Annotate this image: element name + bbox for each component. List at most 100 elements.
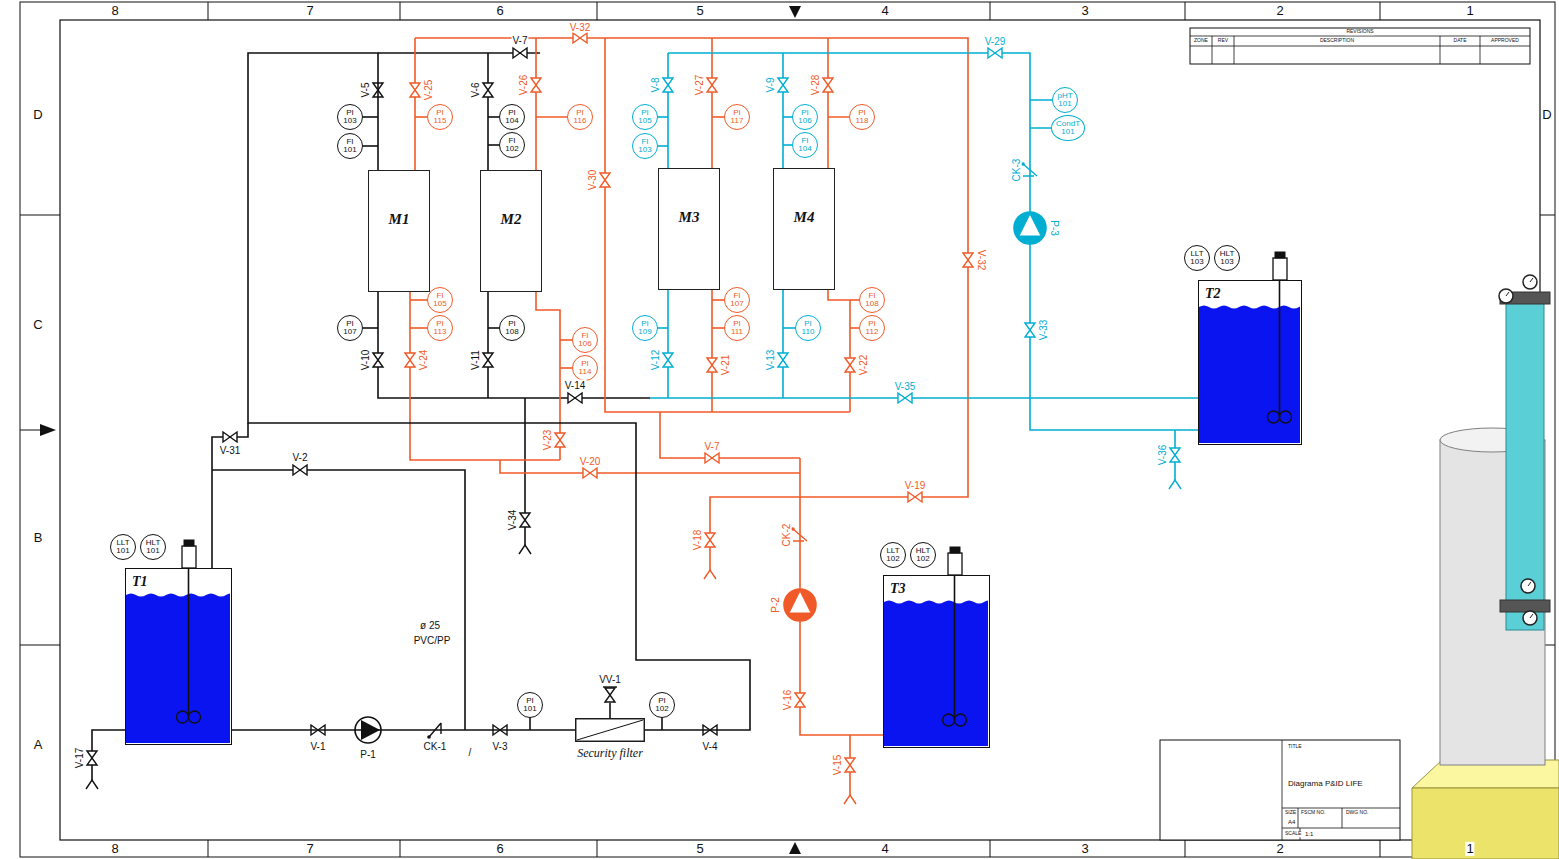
instrument-tag: FI 101	[343, 138, 356, 154]
ruler-number: 1	[1465, 842, 1474, 856]
pipe	[828, 290, 850, 412]
instrument-tag: PI 110	[802, 320, 815, 336]
filter-housing	[575, 718, 645, 742]
valve-symbol	[705, 453, 719, 463]
instrument-tag: LLT 101	[116, 539, 129, 555]
instrument-bubble: FI 104	[792, 132, 818, 158]
instrument-bubble: FI 106	[572, 327, 598, 353]
valve-tag: V-16	[782, 689, 793, 712]
module-name: M3	[659, 209, 719, 226]
valve-symbol	[410, 83, 420, 97]
instrument-tag: PI 101	[523, 697, 536, 713]
table-line	[1342, 808, 1343, 828]
instrument-bubble: PI 103	[337, 104, 363, 130]
gauge-illustration	[1523, 611, 1537, 625]
valve-symbol	[555, 433, 565, 447]
drain-symbol	[86, 780, 98, 789]
zone-tick	[20, 430, 40, 431]
valve-tag: VV-1	[598, 674, 622, 685]
gauge-illustration	[1530, 614, 1533, 618]
table-line	[1298, 808, 1299, 828]
tank: T2	[1198, 280, 1302, 445]
valve-tag: V-10	[360, 349, 371, 372]
zone-letter: D	[1541, 108, 1552, 122]
zone-tick	[597, 840, 598, 857]
zone-letter: B	[33, 531, 44, 545]
tank-contents	[884, 576, 988, 746]
valve-symbol	[795, 693, 805, 707]
valve-tag: V-12	[650, 349, 661, 372]
table-line	[1282, 740, 1283, 840]
valve-symbol	[705, 533, 715, 547]
zone-tick	[208, 840, 209, 857]
tank-contents	[126, 569, 230, 743]
instrument-bubble: PI 105	[632, 104, 658, 130]
valve-symbol	[707, 78, 717, 92]
tank: T3	[883, 575, 990, 748]
agitator-impeller	[1268, 411, 1280, 423]
instrument-bubble: FI 105	[427, 287, 453, 313]
table-line	[1282, 808, 1400, 809]
instrument-bubble: PI 109	[632, 315, 658, 341]
drain-symbol	[519, 545, 531, 554]
valve-tag: V-35	[894, 381, 917, 392]
instrument-bubble: LLT 103	[1184, 245, 1210, 271]
security-filter: Security filter	[575, 718, 645, 761]
valve-tag: V-14	[564, 380, 587, 391]
check-valve	[791, 527, 795, 531]
liquid-fill	[126, 594, 230, 744]
instrument-tag: PI 111	[731, 320, 743, 336]
ruler-number: 7	[305, 4, 314, 18]
ruler-number: 8	[110, 4, 119, 18]
instrument-tag: FI 108	[865, 292, 878, 308]
valve-symbol	[845, 358, 855, 372]
agitator-motor	[948, 553, 962, 575]
valve-symbol	[531, 78, 541, 92]
zone-tick	[1185, 2, 1186, 20]
gauge-illustration	[1506, 292, 1509, 296]
pump-symbol	[789, 591, 811, 613]
pipe	[650, 397, 1198, 399]
agitator-impeller	[943, 714, 955, 726]
pipe	[487, 292, 489, 398]
table-line	[1212, 36, 1213, 64]
check-valve	[1021, 162, 1025, 166]
valve-handle	[603, 686, 617, 687]
instrument-tag: PI 114	[579, 360, 592, 376]
instrument-tag: PI 109	[638, 320, 651, 336]
instrument-tag: PI 106	[798, 109, 811, 125]
valve-tag: V-32	[976, 249, 987, 272]
zone-tick	[1380, 2, 1381, 20]
ruler-number: 4	[880, 842, 889, 856]
table-line	[1190, 36, 1530, 37]
pipe	[782, 290, 784, 398]
title-cell: SCALE	[1284, 831, 1302, 837]
filter-housing	[576, 719, 645, 742]
pipe	[500, 460, 800, 473]
valve-tag: V-23	[542, 429, 553, 452]
valve-symbol	[663, 78, 673, 92]
table-cell: DATE	[1453, 38, 1468, 44]
check-valve	[793, 529, 807, 541]
agitator-shaft	[1279, 281, 1281, 417]
valve-tag: V-27	[694, 74, 705, 97]
valve-tag: V-32	[569, 22, 592, 33]
instrument-tag: FI 105	[433, 292, 446, 308]
zone-tick	[1380, 840, 1381, 857]
instrument-bubble: FI 107	[724, 287, 750, 313]
valve-symbol	[845, 758, 855, 772]
pipe	[415, 38, 968, 570]
pipe	[660, 412, 800, 458]
instrument-tag: FI 106	[578, 332, 591, 348]
valve-tag: V-25	[423, 79, 434, 102]
table-cell: REV	[1217, 38, 1229, 44]
agitator-motor	[182, 546, 196, 568]
pipe	[410, 292, 560, 460]
instrument-bubble: FI 102	[499, 132, 525, 158]
tank-name: T2	[1205, 286, 1221, 302]
valve-tag: V-6	[470, 81, 481, 98]
valve-tag: V-19	[904, 480, 927, 491]
pipe	[711, 38, 713, 168]
instrument-tag: PI 113	[434, 320, 447, 336]
